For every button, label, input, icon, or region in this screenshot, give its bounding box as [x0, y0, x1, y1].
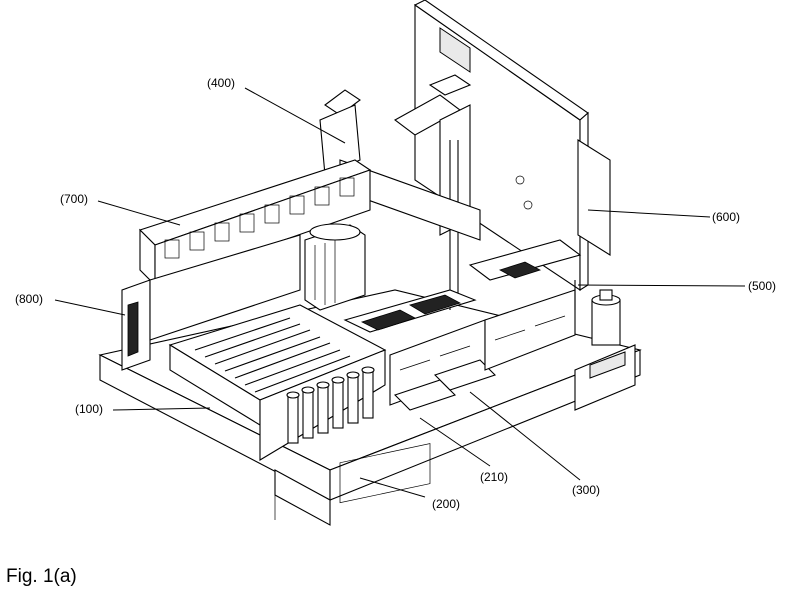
- label-400: (400): [207, 76, 235, 90]
- label-300: (300): [572, 483, 600, 497]
- center-motor: [305, 224, 365, 310]
- label-800: (800): [15, 292, 43, 306]
- label-500: (500): [748, 279, 776, 293]
- figure-caption: Fig. 1(a): [6, 566, 77, 588]
- label-200: (200): [432, 497, 460, 511]
- label-100: (100): [75, 402, 103, 416]
- label-600: (600): [712, 210, 740, 224]
- label-700: (700): [60, 192, 88, 206]
- label-210: (210): [480, 470, 508, 484]
